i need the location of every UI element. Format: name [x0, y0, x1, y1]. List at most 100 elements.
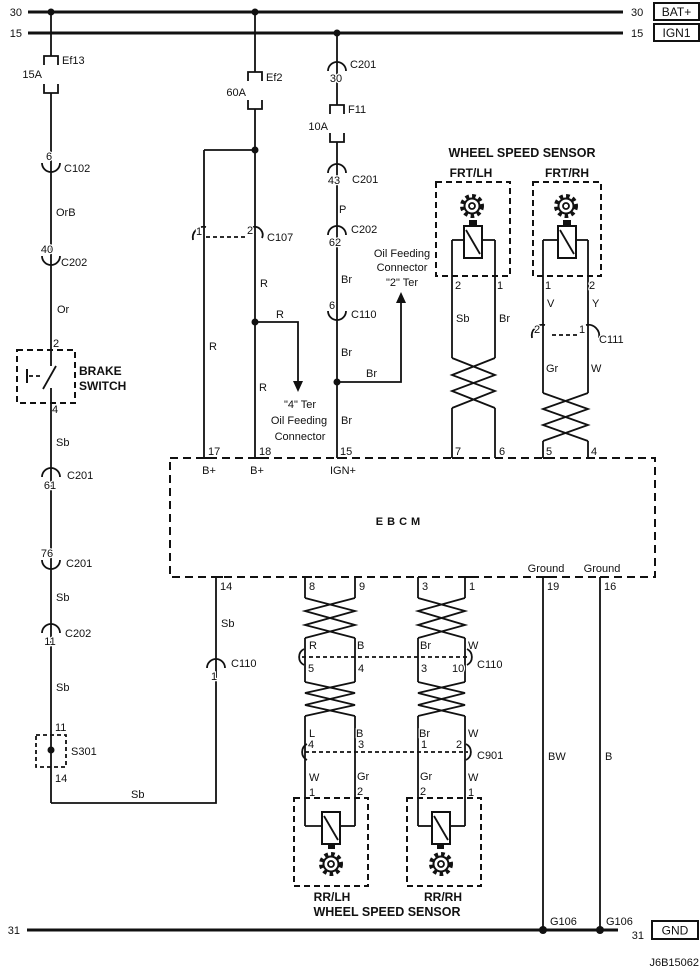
- wire-gr-label: Gr: [357, 771, 370, 783]
- ebcm-pin3-label: 3: [422, 581, 428, 593]
- connector-c202-11-pin: 11: [44, 636, 55, 648]
- ebcm-pin7-label: 7: [455, 446, 461, 458]
- fuse-ef13-label: Ef13: [62, 55, 85, 67]
- wire-bw-label: BW: [548, 751, 566, 763]
- ebcm-pin-ticks: [204, 457, 607, 578]
- connector-c110-row-pin: 4: [358, 663, 364, 675]
- connector-c201-76-label: C201: [66, 558, 92, 570]
- wire-sb-label: Sb: [56, 437, 69, 449]
- frt-rh-pin-right: 2: [589, 280, 595, 292]
- rr-lh-pin: 2: [357, 786, 363, 798]
- ign1-label: IGN1: [662, 26, 690, 40]
- wire-r-label: R: [276, 309, 284, 321]
- frt-lh-pin-right: 1: [497, 280, 503, 292]
- splice-s301-pin-bottom: 14: [55, 773, 67, 785]
- ground-junction-dot: [539, 926, 547, 934]
- wire-v-label: V: [547, 298, 555, 310]
- rr-rh-pin: 2: [420, 786, 426, 798]
- ebcm-pin18-label: 18: [259, 446, 271, 458]
- power-bus-lines: 30 15 31 30 15 31 BAT+ IGN1 GND: [7, 2, 700, 943]
- connector-c202-62-label: C202: [351, 224, 377, 236]
- connector-c201-43-label: C201: [352, 174, 378, 186]
- connector-c110-1-pin: 1: [211, 671, 217, 683]
- connector-c202-symbol: [41, 255, 61, 266]
- connector-c107-pin2: 2: [247, 225, 253, 237]
- connector-c110-1-label: C110: [231, 658, 256, 670]
- brake-switch-circuit: Ef13 15A 6 C102 OrB 40 C202 Or 2 BRAKE S…: [16, 12, 258, 804]
- connector-c201-61-pin: 61: [44, 480, 56, 492]
- frt-rh-title: FRT/RH: [545, 166, 589, 180]
- wire-r-label: R: [260, 278, 268, 290]
- gear-icon: [460, 194, 484, 218]
- rr-lh-pin: 1: [309, 787, 315, 799]
- ebcm-pin8-label: 8: [309, 581, 315, 593]
- wire-gr-label: Gr: [546, 363, 559, 375]
- frt-rh-pin-left: 1: [545, 280, 551, 292]
- rear-sensor-harness: R B Br W 5 4 3 10 C110 L B Br W 4 3 1 2 …: [298, 577, 505, 826]
- wire-r-label: R: [259, 382, 267, 394]
- connector-c110-1-symbol: [206, 658, 226, 669]
- wire-y-label: Y: [592, 298, 600, 310]
- wire-or-label: Or: [57, 304, 70, 316]
- bus-31-label-left: 31: [8, 925, 20, 937]
- connector-c102-symbol: [41, 162, 61, 173]
- brake-switch-label-2: SWITCH: [79, 379, 126, 393]
- wire-w-label: W: [468, 728, 479, 740]
- wire-w-label: W: [468, 772, 479, 784]
- ground-junction-dot: [596, 926, 604, 934]
- connector-c201-30-symbol: [327, 61, 347, 72]
- ebcm-pin9-label: 9: [359, 581, 365, 593]
- connector-c202-62-pin: 62: [329, 237, 341, 249]
- connector-c201-61-symbol: [41, 467, 61, 478]
- wire-w-label: W: [591, 363, 602, 375]
- wire-sb-label: Sb: [56, 592, 69, 604]
- connector-c107-label: C107: [267, 232, 293, 244]
- bus-31-label-right: 31: [632, 930, 644, 942]
- oil-feeding-2-text-2: Connector: [377, 262, 428, 274]
- fuse-ef13-symbol: [43, 55, 59, 65]
- connector-c901-symbol-left: [301, 743, 308, 761]
- front-wheel-speed-sensors: WHEEL SPEED SENSOR FRT/LH FRT/RH 2 1 Sb …: [435, 145, 625, 459]
- connector-c202-11-symbol: [41, 623, 61, 634]
- connector-c901-label: C901: [477, 750, 503, 762]
- connector-c111-symbol-right: [585, 323, 601, 339]
- gear-icon: [429, 852, 453, 876]
- wire-br-label: Br: [341, 274, 352, 286]
- connector-c110-6-symbol: [327, 310, 347, 321]
- wire-b-label: B: [356, 728, 363, 740]
- diagram-id: J6B15062: [649, 957, 699, 969]
- connector-c107-symbol-left: [191, 225, 207, 241]
- connector-c111-pin-right: 1: [579, 324, 585, 336]
- splice-s301-label: S301: [71, 746, 97, 758]
- connector-c201-61-label: C201: [67, 470, 93, 482]
- fuse-f11-rating: 10A: [308, 121, 328, 133]
- wire-orb-label: OrB: [56, 207, 76, 219]
- connector-c110-row-pin: 10: [452, 663, 464, 675]
- connector-c201-30-pin: 30: [330, 73, 342, 85]
- connector-c110-row-label: C110: [477, 659, 502, 671]
- wire-br-label: Br: [341, 347, 352, 359]
- connector-c107-pin1: 1: [196, 226, 202, 238]
- fuse-ef2-symbol: [247, 71, 263, 81]
- gear-icon: [319, 852, 343, 876]
- wire-sb-label: Sb: [56, 682, 69, 694]
- splice-s301-dot: [47, 746, 55, 754]
- connector-c201-30-label: C201: [350, 59, 376, 71]
- ebcm-bplus-label-1: B+: [202, 465, 216, 477]
- connector-c111-pin-left: 2: [534, 324, 540, 336]
- battery-feed-circuit: Ef2 60A 1 2 C107 R R R "4" Ter Oil Feedi…: [191, 12, 328, 459]
- connector-c201-76-pin: 76: [41, 548, 53, 560]
- connector-c901-pin: 1: [421, 739, 427, 751]
- bus-30-label-right: 30: [631, 7, 643, 19]
- front-sensors-heading: WHEEL SPEED SENSOR: [448, 146, 595, 160]
- rr-lh-sensor-box: [293, 797, 369, 887]
- frt-rh-sensor-box: [532, 181, 602, 277]
- wire-r-label: R: [209, 341, 217, 353]
- wire-br-label: Br: [341, 415, 352, 427]
- connector-c901-pin: 3: [358, 739, 364, 751]
- bat-plus-label: BAT+: [662, 5, 691, 19]
- bus-15-label-left: 15: [10, 28, 22, 40]
- wire-w-label: W: [309, 772, 320, 784]
- connector-c107-symbol-right: [252, 225, 264, 239]
